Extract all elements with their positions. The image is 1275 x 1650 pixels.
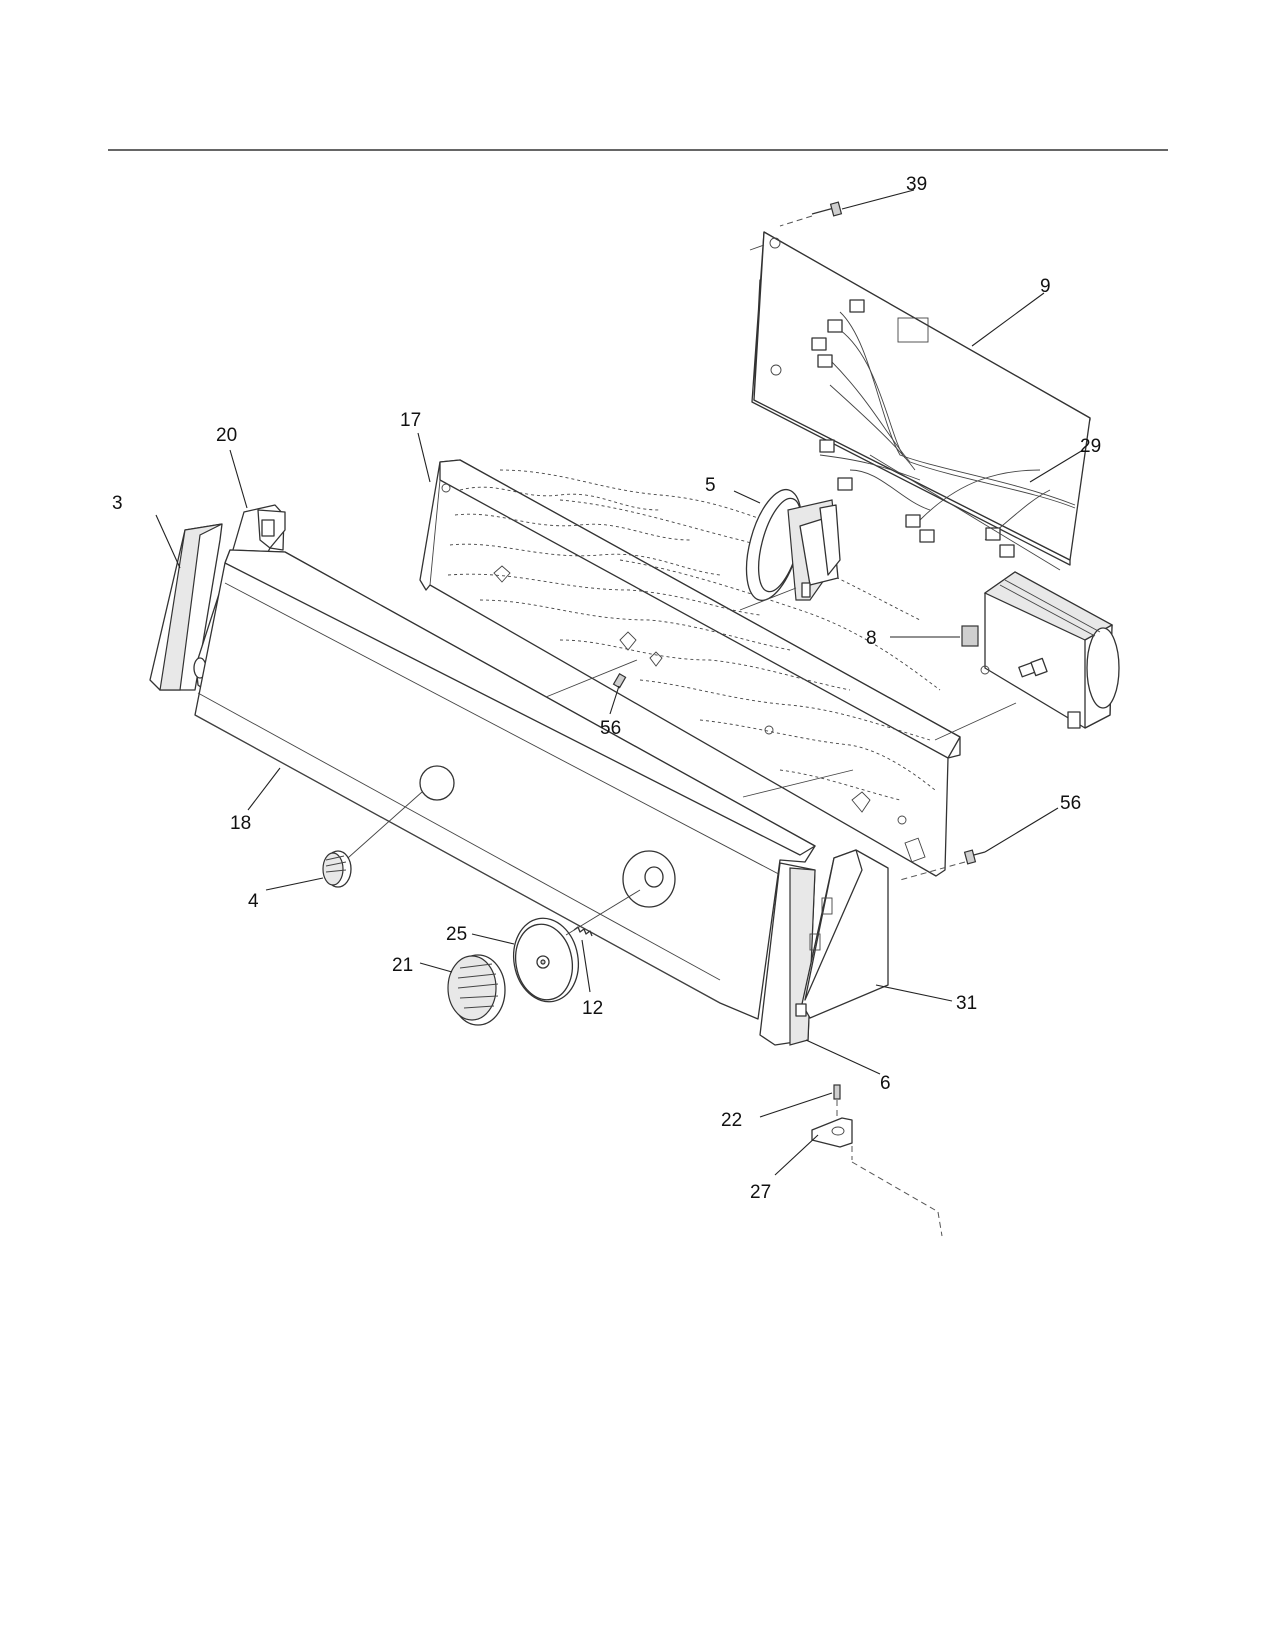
callout-6: 6 bbox=[880, 1073, 891, 1094]
dial-skirt bbox=[513, 917, 579, 1003]
screw-39 bbox=[779, 201, 843, 227]
screw-56-right bbox=[899, 849, 986, 881]
callout-12: 12 bbox=[582, 998, 603, 1019]
large-knob bbox=[447, 954, 506, 1026]
timer bbox=[934, 571, 1120, 741]
backing-panel bbox=[419, 459, 961, 877]
callout-22: 22 bbox=[721, 1110, 742, 1131]
left-end-cap bbox=[149, 523, 223, 691]
callout-27: 27 bbox=[750, 1182, 771, 1203]
callout-9: 9 bbox=[1040, 276, 1051, 297]
right-bracket bbox=[795, 849, 889, 1019]
callout-31: 31 bbox=[956, 993, 977, 1014]
console bbox=[194, 549, 854, 1020]
callout-5: 5 bbox=[705, 475, 716, 496]
control-board bbox=[749, 231, 1091, 566]
selector-switch bbox=[739, 488, 841, 611]
callout-21: 21 bbox=[392, 955, 413, 976]
spring-12 bbox=[565, 889, 641, 937]
small-knob bbox=[322, 850, 352, 888]
callout-labels: 39 9 29 17 20 3 5 8 56 56 18 4 25 21 12 … bbox=[112, 174, 1101, 1203]
screw-56-center bbox=[612, 672, 627, 689]
callout-29: 29 bbox=[1080, 436, 1101, 457]
callout-25: 25 bbox=[446, 924, 467, 945]
callout-17: 17 bbox=[400, 410, 421, 431]
callout-56-right: 56 bbox=[1060, 793, 1081, 814]
callout-20: 20 bbox=[216, 425, 237, 446]
callout-56-center: 56 bbox=[600, 718, 621, 739]
callout-4: 4 bbox=[248, 891, 259, 912]
callout-3: 3 bbox=[112, 493, 123, 514]
callout-18: 18 bbox=[230, 813, 251, 834]
callout-8: 8 bbox=[866, 628, 877, 649]
callout-39: 39 bbox=[906, 174, 927, 195]
clip-assembly bbox=[811, 1084, 943, 1237]
wire-harness bbox=[811, 299, 1076, 571]
leader-lines bbox=[155, 189, 1084, 1176]
